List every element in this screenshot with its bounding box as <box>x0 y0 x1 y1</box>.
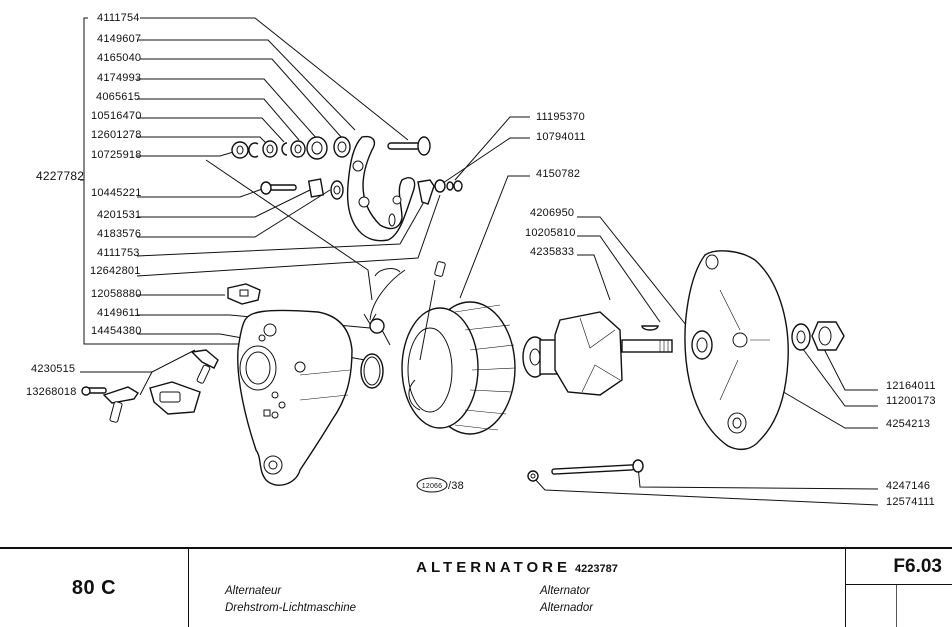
label-12574111: 12574111 <box>886 496 935 508</box>
label-4149607: 4149607 <box>97 33 141 45</box>
title-french: Alternateur <box>225 585 282 597</box>
part-nut-12164011 <box>811 321 845 351</box>
label-4111753: 4111753 <box>97 247 140 259</box>
label-14454380: 14454380 <box>91 325 142 337</box>
label-4230515: 4230515 <box>31 363 75 375</box>
title-part-code: 4223787 <box>575 563 618 575</box>
main-title: ALTERNATORE 4223787 <box>189 559 845 577</box>
part-rear-housing <box>237 309 353 486</box>
title-german: Drehstrom-Lichtmaschine <box>225 602 357 614</box>
part-side-bolt <box>260 181 297 195</box>
label-4149611: 4149611 <box>97 307 140 319</box>
part-plug-4149611 <box>369 318 391 346</box>
part-stator-4150782 <box>401 261 516 435</box>
title-english: Alternator <box>540 585 590 597</box>
title-italian: ALTERNATORE <box>416 559 571 576</box>
label-4201531: 4201531 <box>97 209 141 221</box>
label-10725918: 10725918 <box>91 149 142 161</box>
left-labels: 4111754 4149607 4165040 4174993 4065615 … <box>90 12 441 361</box>
label-4111754: 4111754 <box>97 12 140 24</box>
part-through-bolt-4247146 <box>551 459 644 475</box>
label-4150782: 4150782 <box>536 168 580 180</box>
assembly-arrow-head <box>363 269 406 325</box>
label-13268018: 13268018 <box>26 386 77 398</box>
label-10205810: 10205810 <box>525 227 576 239</box>
part-nut-12574111 <box>527 470 539 482</box>
part-washer-stack <box>231 136 351 160</box>
figure-reference: 12066 /38 <box>416 477 464 493</box>
label-group-4227782: 4227782 <box>36 169 84 183</box>
label-4065615: 4065615 <box>96 91 140 103</box>
part-bolt-top <box>387 136 431 156</box>
label-4165040: 4165040 <box>97 52 141 64</box>
assembly-arrow <box>374 268 401 277</box>
label-10516470: 10516470 <box>91 110 142 122</box>
part-front-housing-4254213 <box>684 250 789 451</box>
part-key-10205810 <box>641 325 659 331</box>
divider <box>896 585 897 627</box>
label-10794011: 10794011 <box>536 131 586 143</box>
label-4235833: 4235833 <box>530 246 574 258</box>
sheet-code-cell: F6.03 <box>846 549 952 627</box>
label-4183576: 4183576 <box>97 228 141 240</box>
model-label: 80 C <box>71 576 117 599</box>
part-brush-holder <box>81 349 219 423</box>
figure-ref-number: 12066 <box>422 483 442 490</box>
part-rotor-4235833 <box>522 311 673 396</box>
label-4254213: 4254213 <box>886 418 930 430</box>
part-diode-plate <box>346 135 416 242</box>
label-4206950: 4206950 <box>530 207 574 219</box>
label-11200173: 11200173 <box>886 395 936 407</box>
part-connector-12058880 <box>227 283 261 305</box>
title-spanish: Alternador <box>540 602 594 614</box>
upper-center-labels: 11195370 10794011 4150782 <box>439 111 586 299</box>
center-right-labels: 4206950 10205810 4235833 <box>525 207 691 331</box>
part-insulator <box>307 178 344 200</box>
label-4247146: 4247146 <box>886 480 930 492</box>
label-10445221: 10445221 <box>91 187 142 199</box>
figure-ref-suffix: /38 <box>448 480 464 492</box>
label-12164011: 12164011 <box>886 380 936 392</box>
label-11195370: 11195370 <box>536 111 585 123</box>
right-labels: 12164011 11200173 4254213 4247146 125741… <box>533 344 936 508</box>
label-12642801: 12642801 <box>90 265 141 277</box>
sheet-code: F6.03 <box>846 549 952 585</box>
part-terminal-hardware <box>417 179 463 205</box>
label-12058880: 12058880 <box>91 288 142 300</box>
title-cell: ALTERNATORE 4223787 Alternateur Drehstrom… <box>188 549 846 627</box>
label-12601278: 12601278 <box>91 129 142 141</box>
model-cell: 80 C <box>0 549 188 627</box>
part-washer-11200173 <box>791 323 811 351</box>
lower-left-labels: 4230515 13268018 <box>26 349 196 398</box>
exploded-view-drawing: 4227782 4111754 4149607 4165040 4174993 … <box>26 12 936 508</box>
title-block: 80 C ALTERNATORE 4223787 Alternateur Dreh… <box>0 547 952 627</box>
group-bracket <box>80 17 250 345</box>
label-4174993: 4174993 <box>97 72 141 84</box>
